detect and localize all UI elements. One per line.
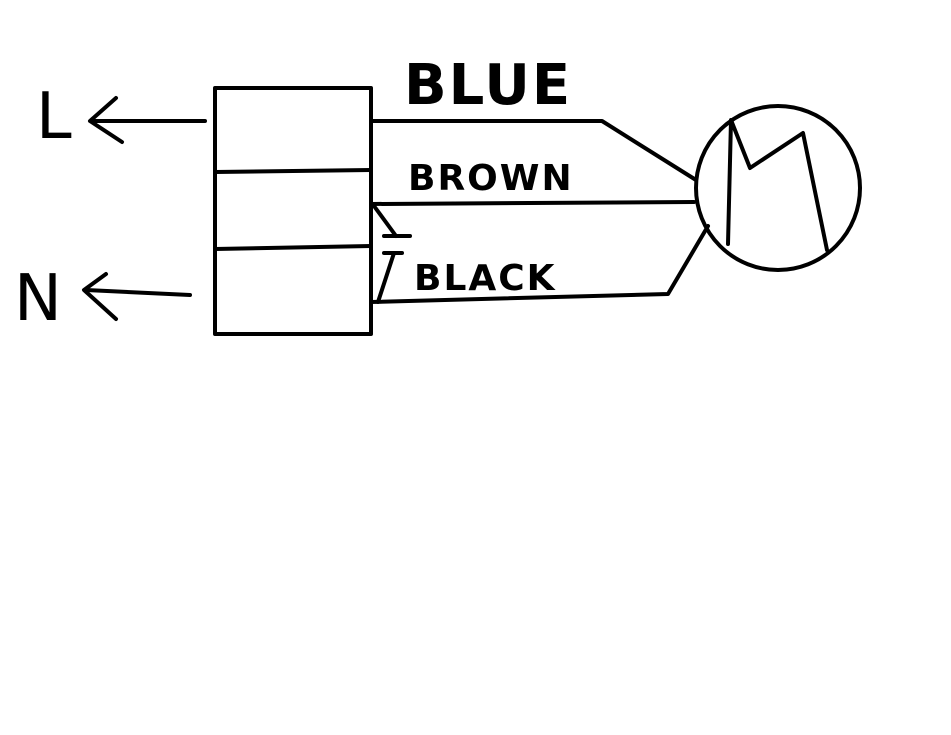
black-wire-label: BLACK [414,258,557,299]
terminal-block [213,86,373,336]
neutral-arrow-shaft [84,288,192,297]
terminal-divider-bottom [213,244,373,251]
black-wire [369,224,710,304]
motor-circle [694,104,862,272]
blue-wire-label: BLUE [404,53,572,118]
live-arrow [88,96,207,144]
terminal-link [372,204,412,304]
neutral-arrow [82,272,192,321]
terminal-block-outline [213,86,373,336]
neutral-arrow-head [82,272,118,321]
terminal-link-lower [376,251,396,304]
motor [694,104,862,272]
brown-wire-label: BROWN [408,158,574,199]
brown-wire [369,200,696,206]
live-arrow-head [88,96,124,144]
motor-symbol [726,118,829,252]
terminal-divider-top [213,168,373,174]
terminal-link-upper [372,204,398,238]
neutral-terminal-label: N [14,262,62,336]
live-terminal-label: L [36,80,72,154]
blue-wire [369,119,698,182]
